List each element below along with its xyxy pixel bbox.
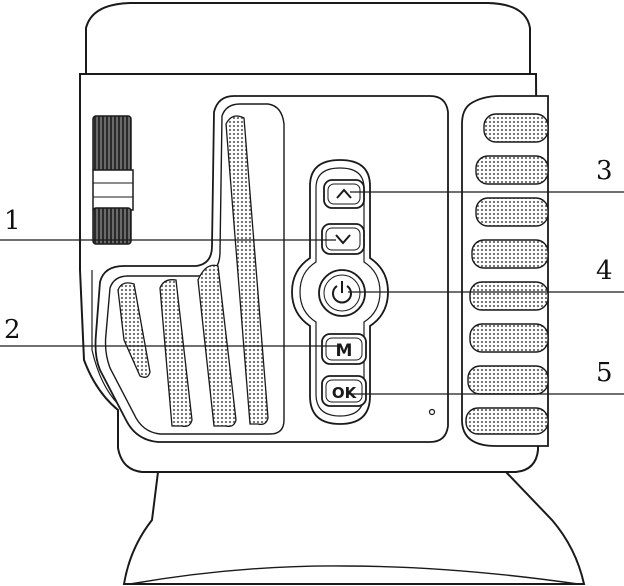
eyecup — [122, 471, 586, 585]
eyecup-seam — [129, 565, 579, 585]
ok-button[interactable]: OK — [321, 375, 367, 407]
up-button[interactable] — [323, 179, 365, 209]
down-button[interactable] — [321, 223, 365, 255]
top-cap — [85, 1, 531, 75]
callout-number-4: 4 — [596, 256, 613, 286]
callout-number-2: 2 — [4, 315, 21, 345]
chevron-up-icon — [336, 188, 352, 199]
callout-number-1: 1 — [4, 206, 21, 236]
right-grip-ridges — [465, 113, 549, 435]
mode-button-label: M — [336, 341, 353, 361]
indicator-light — [428, 408, 436, 416]
mode-button[interactable]: M — [321, 333, 367, 365]
side-body-edge — [91, 270, 119, 405]
callout-lines — [0, 191, 624, 395]
grip-strips — [117, 115, 269, 428]
ok-button-label: OK — [332, 384, 358, 402]
power-icon — [332, 281, 352, 304]
callout-number-5: 5 — [596, 358, 613, 388]
chevron-down-icon — [335, 234, 351, 245]
callout-number-3: 3 — [596, 156, 613, 186]
power-button[interactable] — [318, 269, 366, 317]
focus-wheel — [92, 115, 134, 245]
